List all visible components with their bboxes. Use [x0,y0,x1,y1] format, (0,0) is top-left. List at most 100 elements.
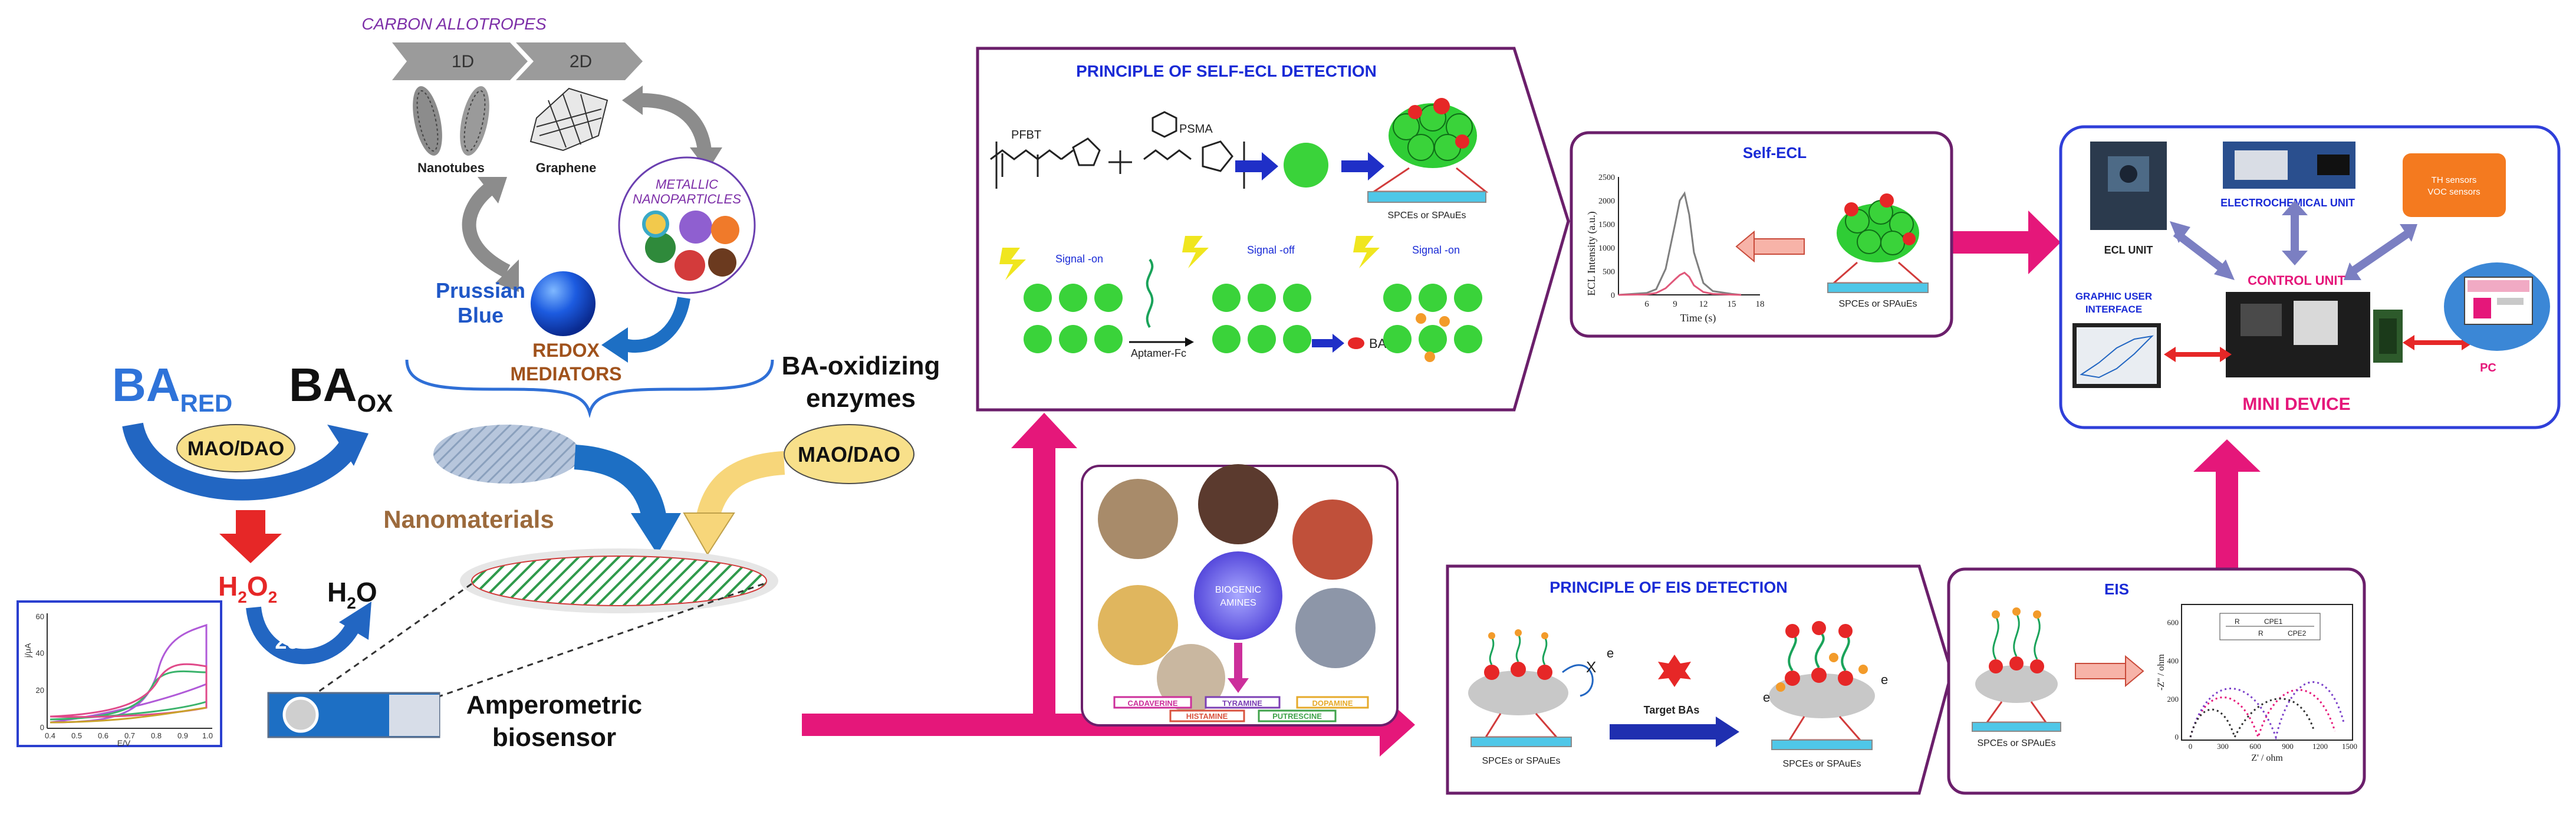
pc-label: PC [2480,362,2496,374]
pdot-single [1284,143,1328,188]
pdot-grid-1 [1024,284,1123,353]
ecl-ytick: 0 [1611,291,1615,300]
bolt-icons [999,236,1380,280]
cv-ylabel: j/μA [23,643,32,658]
mao-dao-label-right: MAO/DAO [798,442,900,466]
redox-label-1: REDOX [532,340,600,361]
ecl-ylabel: ECL Intensity (a.u.) [1585,211,1598,295]
pink-arrow-body [1753,238,1805,255]
amine-tyramine: TYRAMINE [1222,699,1262,708]
circuit-r: R [2235,617,2240,626]
nyquist-xtick: 1200 [2312,742,2328,751]
th-voc-box [2403,153,2506,217]
pdot-grid-2 [1212,284,1311,353]
nanoparticle-red [675,250,705,281]
amperometric-label-2: biosensor [492,723,616,752]
nanomaterials-label: Nanomaterials [383,505,554,533]
self-ecl-electrode-label: SPCEs or SPAuEs [1387,211,1466,221]
result-electrode-label: SPCEs or SPAuEs [1838,299,1917,309]
nyquist-ytick: 200 [2167,695,2179,704]
nyquist-ytick: 400 [2167,656,2179,665]
cv-xtick: 0.5 [71,731,82,740]
prussian-blue-sphere [531,271,596,336]
eis-result-electrode-label: SPCEs or SPAuEs [1977,738,2055,748]
nanotubes-icon [413,86,489,156]
blue-arrow-to-electrode [574,445,667,522]
pdot-cluster-top [1371,98,1489,193]
tab-2d [516,42,643,80]
nanoparticle-dark [708,248,736,277]
gray-arrow-up [462,183,511,278]
bas-arrow-head [1333,334,1344,353]
signal-off-label: Signal -off [1247,244,1295,256]
pfbt-label: PFBT [1011,129,1041,142]
nanotubes-label: Nanotubes [417,160,485,175]
electrode-surface [471,556,767,606]
ecl-ytick: 1500 [1598,221,1615,229]
blue-arrow-to-electrode-head [631,513,681,554]
result-electrode [1827,282,1929,293]
prussian-blue-label-1: Prussian [436,278,525,303]
signal-on-label-1: Signal -on [1055,253,1103,265]
eis-x-mark: X [1586,658,1596,676]
metallic-label-1: METALLIC [656,177,718,192]
eis-electrode-label-2: SPCEs or SPAuEs [1782,759,1861,769]
arrow-to-dot [1235,160,1262,172]
nyquist-ylabel: -Z'' / ohm [2156,654,2166,691]
food-photo-cheese [1098,585,1178,665]
cv-plot [47,613,212,729]
nanoparticle-orange [711,216,739,244]
gui-arrow-line [2176,352,2220,357]
biogenic-label-1: BIOGENIC [1215,585,1261,595]
graphene-icon [529,87,608,152]
cv-xtick: 0.6 [98,731,108,740]
th-voc-label-2: VOC sensors [2427,187,2480,197]
signal-on-label-2: Signal -on [1412,244,1460,256]
biosensor-strip-contacts [389,695,439,736]
ecl-ytick: 500 [1603,268,1615,277]
eis-left-electrode-assembly [1468,629,1594,747]
ba-red-label: BARED [112,359,232,417]
cv-ytick: 20 [36,686,44,695]
brace [405,359,774,419]
nanoparticle-violet [679,211,712,244]
ba-blue-arc [122,422,357,501]
cv-yticks: 0 20 40 60 [36,612,44,732]
ecl-unit-photo [2090,142,2167,230]
ecl-series-line-1 [1618,271,1742,296]
food-photo-meat [1292,499,1373,580]
bas-dot [1348,337,1364,349]
th-voc-label-1: TH sensors [2432,175,2477,185]
zoom-line-1 [312,583,472,697]
device-arrows [2170,201,2417,280]
eis-electron-left: e [1607,646,1614,660]
target-arrow-head [1716,717,1739,747]
amine-cadaverine: CADAVERINE [1128,699,1178,708]
ecl-xtick: 15 [1728,300,1736,309]
gray-arrow-left-head [622,86,643,115]
red-down-arrow [219,510,282,563]
cv-xlabel: E/V [117,738,131,748]
psma-label: PSMA [1179,123,1213,136]
gui-arrow-right [2220,347,2232,362]
biogenic-label-2: AMINES [1220,598,1256,608]
amine-putrescine: PUTRESCINE [1272,712,1322,721]
ba-blue-arc-head [327,425,369,466]
control-unit-photo [2226,292,2403,377]
nyquist-xtick: 1500 [2342,742,2357,751]
gui-arrow-left [2164,347,2176,362]
eis-electron-right-1: e [1763,690,1770,705]
ecl-xlabel: Time (s) [1680,312,1716,324]
amine-tag-histamine [1169,709,1245,722]
redox-label-2: MEDIATORS [510,363,621,385]
cv-ytick: 40 [36,649,44,658]
circuit-cpe2: CPE2 [2288,629,2307,637]
self-ecl-result-title: Self-ECL [1743,144,1807,162]
carbon-allotropes-label: CARBON ALLOTROPES [361,15,547,33]
biogenic-amines-circle [1194,551,1282,640]
eis-pink-arrow-head [2125,655,2144,688]
eis-electron-right-2: e [1881,672,1888,687]
nyquist-ytick: 600 [2167,618,2179,627]
